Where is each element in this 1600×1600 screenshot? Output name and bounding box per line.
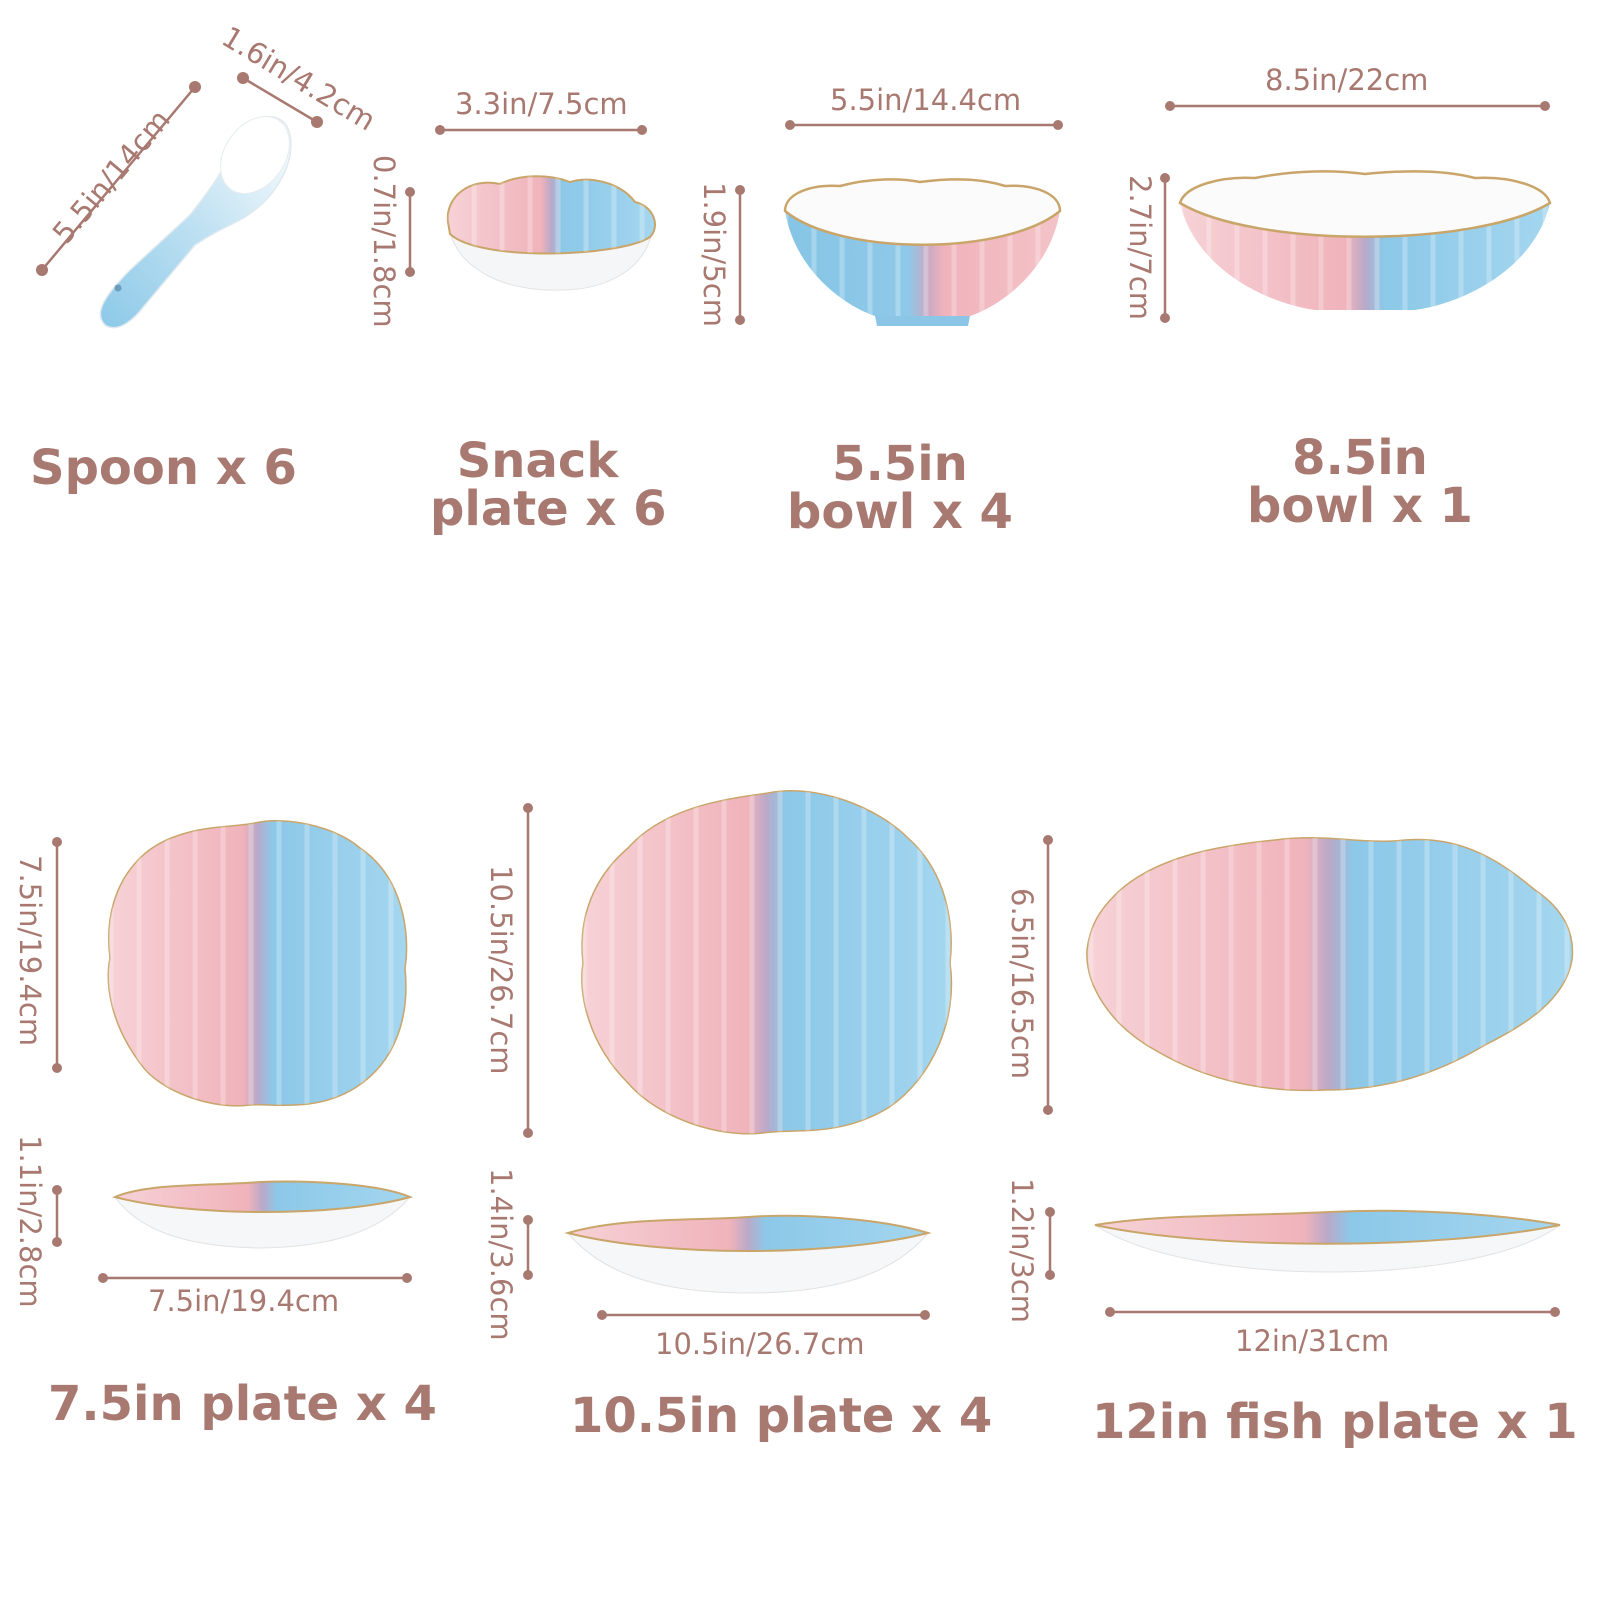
snack-plate-title-line2: plate x 6 (430, 481, 667, 537)
large-plate-side-image (564, 1214, 932, 1294)
small-bowl-width-label: 5.5in/14.4cm (830, 83, 1022, 117)
spoon-title: Spoon x 6 (30, 440, 297, 496)
large-plate-top-image (581, 790, 953, 1135)
small-plate-width-label: 7.5in/19.4cm (148, 1284, 340, 1318)
large-bowl-title: 8.5in bowl x 1 (1240, 434, 1480, 530)
large-bowl-title-line1: 8.5in (1292, 430, 1428, 486)
snack-plate-width-label: 3.3in/7.5cm (455, 87, 628, 121)
large-plate-width-label: 10.5in/26.7cm (655, 1327, 865, 1361)
small-plate-top-image (107, 820, 408, 1107)
large-bowl-width-label: 8.5in/22cm (1265, 63, 1429, 97)
spoon-image (99, 116, 292, 329)
small-plate-side-image (111, 1180, 413, 1249)
fish-plate-width-label: 12in/31cm (1235, 1324, 1390, 1358)
small-bowl-title-line2: bowl x 4 (787, 484, 1013, 540)
fish-plate-height-label: 1.2in/3cm (1005, 1178, 1039, 1323)
fish-plate-top-image (1086, 837, 1574, 1092)
small-bowl-image (783, 178, 1062, 326)
snack-plate-title-line1: Snack (456, 433, 619, 489)
small-bowl-title-line1: 5.5in (832, 436, 968, 492)
snack-plate-image (446, 175, 656, 291)
fish-plate-diameter-label: 6.5in/16.5cm (1005, 888, 1039, 1080)
snack-plate-title: Snack plate x 6 (430, 433, 667, 537)
large-bowl-title-line2: bowl x 1 (1247, 478, 1473, 534)
large-plate-title: 10.5in plate x 4 (570, 1388, 993, 1444)
large-bowl-image (1178, 170, 1552, 310)
small-bowl-title: 5.5in bowl x 4 (780, 440, 1020, 536)
fish-plate-side-image (1094, 1209, 1561, 1273)
fish-plate-title: 12in fish plate x 1 (1092, 1394, 1578, 1450)
small-plate-title: 7.5in plate x 4 (48, 1376, 437, 1432)
